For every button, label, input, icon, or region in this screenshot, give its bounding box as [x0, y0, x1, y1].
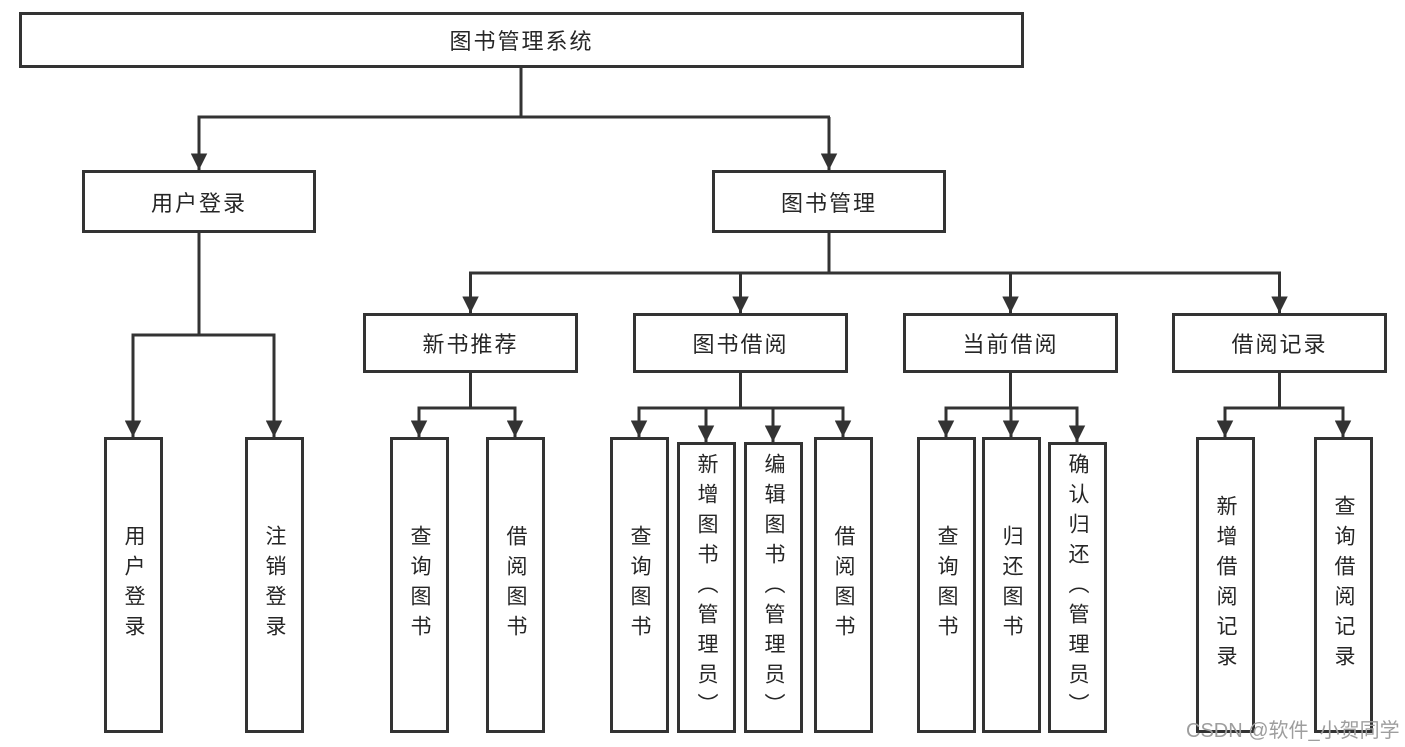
node-borrow-record-label: 借阅记录: [1231, 332, 1328, 357]
leaf-current-query: 查询图书: [917, 437, 976, 733]
leaf-current-confirm-admin-label: 确认归还（管理员）: [1066, 452, 1089, 723]
node-book-management-label: 图书管理: [780, 190, 877, 216]
leaf-newbook-query-label: 查询图书: [408, 525, 431, 645]
leaf-current-return-label: 归还图书: [1000, 525, 1023, 645]
node-new-book-recommend-label: 新书推荐: [422, 332, 519, 357]
watermark: CSDN @软件_小贺同学: [1186, 720, 1400, 742]
leaf-current-confirm-admin: 确认归还（管理员）: [1048, 442, 1107, 733]
leaf-newbook-borrow-label: 借阅图书: [504, 525, 527, 645]
node-book-borrow-label: 图书借阅: [692, 332, 789, 357]
node-root-label: 图书管理系统: [449, 29, 594, 54]
node-user-login: 用户登录: [82, 170, 316, 233]
leaf-logout-login-label: 注销登录: [263, 525, 286, 645]
node-borrow-record: 借阅记录: [1172, 313, 1387, 373]
leaf-borrow-edit-admin-label: 编辑图书（管理员）: [762, 452, 785, 723]
leaf-newbook-query: 查询图书: [390, 437, 449, 733]
leaf-record-query-label: 查询借阅记录: [1332, 495, 1355, 675]
leaf-borrow-query: 查询图书: [610, 437, 669, 733]
leaf-current-return: 归还图书: [982, 437, 1041, 733]
leaf-logout-login: 注销登录: [245, 437, 304, 733]
node-current-borrow: 当前借阅: [903, 313, 1118, 373]
leaf-borrow-edit-admin: 编辑图书（管理员）: [744, 442, 803, 733]
leaf-record-add-label: 新增借阅记录: [1214, 495, 1237, 675]
node-user-login-label: 用户登录: [150, 190, 247, 216]
leaf-current-query-label: 查询图书: [935, 525, 958, 645]
leaf-borrow-add-admin-label: 新增图书（管理员）: [695, 452, 718, 723]
leaf-user-login: 用户登录: [104, 437, 163, 733]
leaf-newbook-borrow: 借阅图书: [486, 437, 545, 733]
leaf-borrow-borrow: 借阅图书: [814, 437, 873, 733]
leaf-borrow-add-admin: 新增图书（管理员）: [677, 442, 736, 733]
leaf-record-query: 查询借阅记录: [1314, 437, 1373, 733]
node-book-management: 图书管理: [712, 170, 946, 233]
node-root: 图书管理系统: [19, 12, 1024, 68]
leaf-borrow-query-label: 查询图书: [628, 525, 651, 645]
node-new-book-recommend: 新书推荐: [363, 313, 578, 373]
node-current-borrow-label: 当前借阅: [962, 332, 1059, 357]
leaf-borrow-borrow-label: 借阅图书: [832, 525, 855, 645]
node-book-borrow: 图书借阅: [633, 313, 848, 373]
leaf-user-login-label: 用户登录: [122, 525, 145, 645]
leaf-record-add: 新增借阅记录: [1196, 437, 1255, 733]
